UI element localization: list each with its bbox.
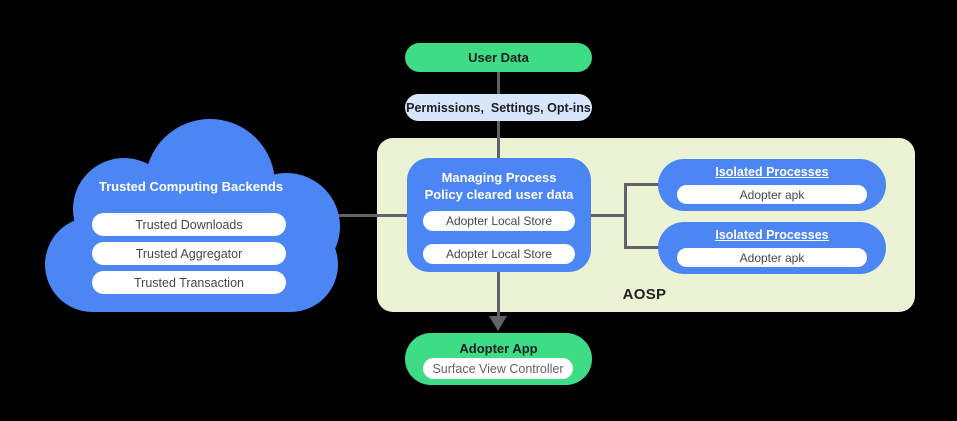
node-isolated-processes-2: Isolated Processes Adopter apk — [658, 222, 886, 274]
connector-managing-to-branch — [591, 214, 627, 217]
connector-branch-vertical — [624, 183, 627, 249]
aosp-label: AOSP — [622, 286, 667, 303]
managing-process-title-line1: Managing Process — [441, 170, 557, 185]
surface-view-controller: Surface View Controller — [423, 358, 573, 379]
node-managing-process: Managing Process Policy cleared user dat… — [407, 158, 591, 272]
managing-process-title-line2: Policy cleared user data — [424, 187, 574, 202]
adopter-local-store: Adopter Local Store — [423, 244, 575, 264]
adopter-app-title: Adopter App — [459, 341, 538, 356]
managing-process-title: Managing Process Policy cleared user dat… — [407, 169, 591, 203]
trusted-cloud-title: Trusted Computing Backends — [98, 179, 284, 194]
node-isolated-processes-1: Isolated Processes Adopter apk — [658, 159, 886, 211]
connector-cloud-to-managing — [330, 214, 408, 217]
trusted-cloud-item: Trusted Transaction — [92, 271, 286, 294]
permissions-label: Permissions, Settings, Opt-ins — [406, 100, 591, 115]
connector-managing-to-adopterapp — [497, 272, 500, 318]
user-data-label: User Data — [468, 50, 529, 65]
node-permissions: Permissions, Settings, Opt-ins — [405, 94, 592, 121]
node-adopter-app: Adopter App Surface View Controller — [405, 333, 592, 385]
adopter-local-store: Adopter Local Store — [423, 211, 575, 231]
trusted-cloud-item: Trusted Aggregator — [92, 242, 286, 265]
isolated-processes-title: Isolated Processes — [715, 228, 829, 242]
node-user-data: User Data — [405, 43, 592, 72]
adopter-apk: Adopter apk — [677, 248, 867, 267]
connector-branch-to-isolated-2 — [626, 246, 660, 249]
arrow-down-icon — [489, 316, 507, 331]
adopter-apk: Adopter apk — [677, 185, 867, 204]
connector-branch-to-isolated-1 — [626, 183, 660, 186]
trusted-cloud-item: Trusted Downloads — [92, 213, 286, 236]
isolated-processes-title: Isolated Processes — [715, 165, 829, 179]
